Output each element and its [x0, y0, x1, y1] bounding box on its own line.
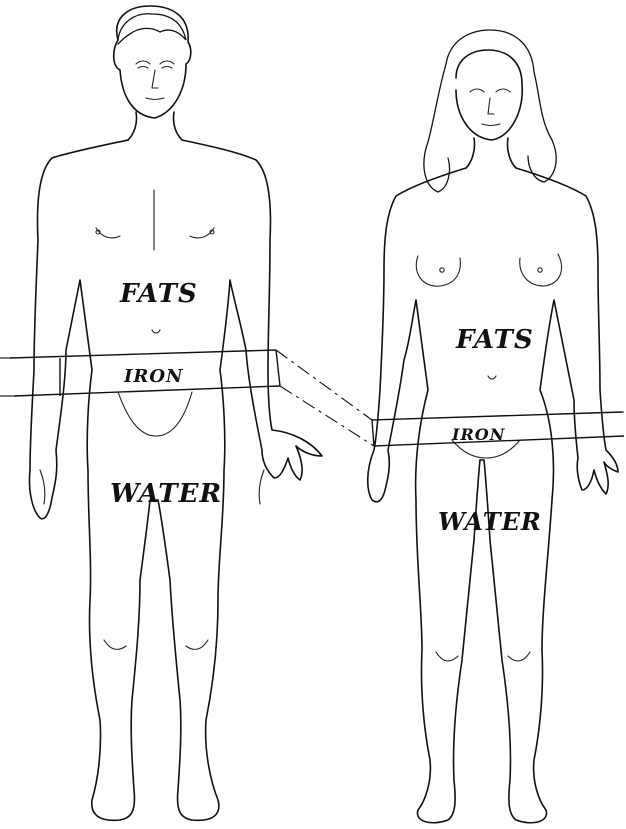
- male-fats-label: FATS: [119, 279, 198, 309]
- connector-lines: [0, 350, 624, 446]
- female-outline-left: [368, 168, 480, 823]
- male-iron-label: IRON: [123, 366, 184, 387]
- female-water-label: WATER: [438, 507, 542, 536]
- male-head: [114, 6, 191, 118]
- male-water-label: WATER: [110, 479, 222, 509]
- male-figure: [29, 6, 322, 820]
- female-outline-right: [480, 168, 618, 823]
- female-hair: [424, 30, 556, 192]
- female-fats-label: FATS: [455, 325, 534, 355]
- female-iron-label: IRON: [451, 425, 506, 444]
